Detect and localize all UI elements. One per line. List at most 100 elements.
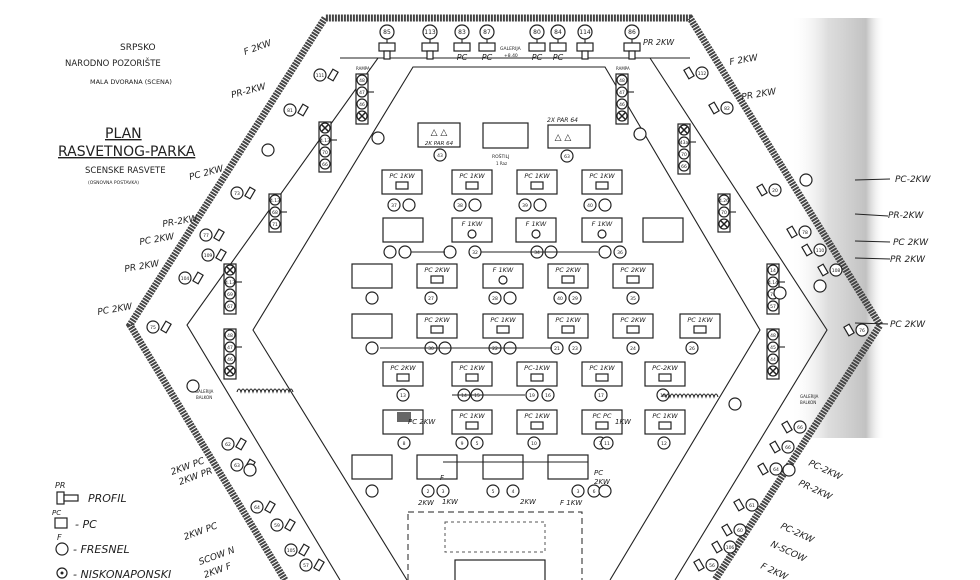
profile-body: [383, 50, 391, 60]
stage-outline: [407, 511, 583, 580]
grid-note: 1KW: [615, 418, 632, 426]
circuit-circle: [396, 388, 410, 402]
side-fixture-symbol: [781, 420, 793, 434]
ramp-circuit-label: 70: [322, 150, 328, 156]
fresnel-icon: [799, 173, 813, 187]
circuit-circle-label: 14: [461, 393, 467, 399]
ramp-circuit: [224, 300, 236, 312]
ramp-circuit-label: 46: [359, 102, 365, 108]
side-fixture: [745, 498, 759, 512]
circuit-circle: [527, 436, 541, 450]
plan-title-3: SCENSKE RASVETE: [85, 166, 166, 176]
circuit-circle-label: 21: [554, 346, 560, 352]
grid-note: 2KW: [594, 478, 611, 486]
fixture-symbol: [528, 42, 546, 52]
rostilj-box: [482, 122, 529, 149]
circuit-circle: [424, 291, 438, 305]
balcony-label: BALKON: [196, 395, 212, 400]
ramp-circuit-label: 46: [227, 357, 233, 363]
par-right-label: 2X PAR 64: [547, 117, 578, 124]
legend-abbr-f: F: [57, 533, 62, 542]
ramp-circuit: [616, 86, 628, 98]
ramp-circuit-label: 57: [770, 304, 776, 310]
side-fixture-label: 77: [203, 233, 209, 239]
side-fixture-symbol: [843, 323, 855, 337]
handwritten-annotation: F 2KW: [243, 38, 274, 58]
rostilj-label: ROŠTILJ: [492, 153, 509, 160]
fresnel-icon: [243, 463, 257, 477]
balcony-rail: [236, 388, 294, 394]
title-line-1: SRPSKO: [120, 43, 156, 53]
side-fixture-label: 63: [234, 463, 240, 469]
ramp-circuit-label: 4.14: [768, 280, 778, 286]
handwritten-annotation: 2KW PC: [183, 521, 220, 543]
side-fixture-label: 81: [287, 108, 293, 114]
ramp-circuit-label: 70: [770, 292, 776, 298]
grid-note: F 1KW: [560, 499, 583, 507]
pc-icon: [465, 181, 479, 190]
ramp-circuit-label: 67: [227, 304, 233, 310]
ramp-label: RAMPA: [356, 66, 370, 71]
lighting-box-label: PC PC: [593, 412, 612, 420]
lighting-box-label: PC 1KW: [459, 172, 485, 180]
side-fixture-symbol: [801, 243, 813, 257]
lighting-box: [382, 217, 424, 243]
par-box-left: [417, 122, 461, 148]
crossed-out-mark: [320, 123, 330, 133]
side-fixture: [781, 440, 795, 454]
lighting-box-label: PC 1KW: [524, 412, 550, 420]
circuit-circle-label: 5: [492, 489, 495, 495]
fresnel-icon: [773, 286, 787, 300]
circuit-circle: [583, 198, 597, 212]
side-fixture-label: 66: [785, 445, 791, 451]
balcony-rail: [661, 393, 719, 399]
side-fixture: [283, 103, 297, 117]
ramp-circuit: [224, 276, 236, 288]
fresnel-icon: [467, 229, 477, 239]
gallery-fixture-label: 86: [628, 29, 636, 36]
circuit-circle-label: 40: [587, 203, 593, 209]
circuit-circle: [657, 436, 671, 450]
side-fixture-label: 61: [749, 503, 755, 509]
side-fixture-label: 112: [698, 71, 707, 77]
ramp-circuit-label: 70: [721, 210, 727, 216]
side-fixture-label: 60: [737, 528, 743, 534]
lighting-box: [482, 454, 524, 480]
lighting-box-label: PC 1KW: [524, 172, 550, 180]
side-fixture: [201, 248, 215, 262]
lighting-box: [351, 263, 393, 289]
profile-body: [581, 50, 589, 60]
ramp-circuit-label: 70: [681, 152, 687, 158]
circuit-circle-label: 10: [531, 441, 537, 447]
lighting-box-label: PC 1KW: [459, 412, 485, 420]
circuit-circle: [365, 341, 379, 355]
handwritten-annotation: PR-2KW: [230, 82, 268, 101]
circuit-circle: [397, 436, 411, 450]
pc-icon: [626, 325, 640, 334]
circuit-circle-label: 40: [557, 296, 563, 302]
side-fixture-symbol: [313, 558, 325, 572]
pc-icon: [395, 181, 409, 190]
side-fixture: [793, 420, 807, 434]
handwritten-annotation: PR 2KW: [124, 259, 161, 275]
fresnel-icon: [782, 463, 796, 477]
ramp-circuit: [224, 329, 236, 341]
ramp-circuit: [356, 74, 368, 86]
circuit-circle-label: 22: [492, 346, 498, 352]
circuit-circle: [421, 484, 435, 498]
side-fixture-symbol: [721, 523, 733, 537]
ramp-label: RAMPA: [616, 66, 630, 71]
profile-body: [426, 50, 434, 60]
lighting-box-label: PC 1KW: [555, 316, 581, 324]
profile-body: [628, 50, 636, 60]
ramp-circuit: [718, 194, 730, 206]
side-fixture-label: 104: [181, 276, 190, 282]
ramp-circuit: [224, 341, 236, 353]
ramp-circuit-label: 66: [681, 164, 687, 170]
par-right-number-label: 63: [564, 154, 570, 160]
side-fixture-label: 105: [287, 548, 296, 554]
plan-title-4: (OSNOVNA POSTAVKA): [88, 180, 139, 186]
side-fixture: [733, 523, 747, 537]
ramp-circuit-label: 4.13: [320, 138, 330, 144]
fixture-type: PC: [532, 53, 543, 62]
